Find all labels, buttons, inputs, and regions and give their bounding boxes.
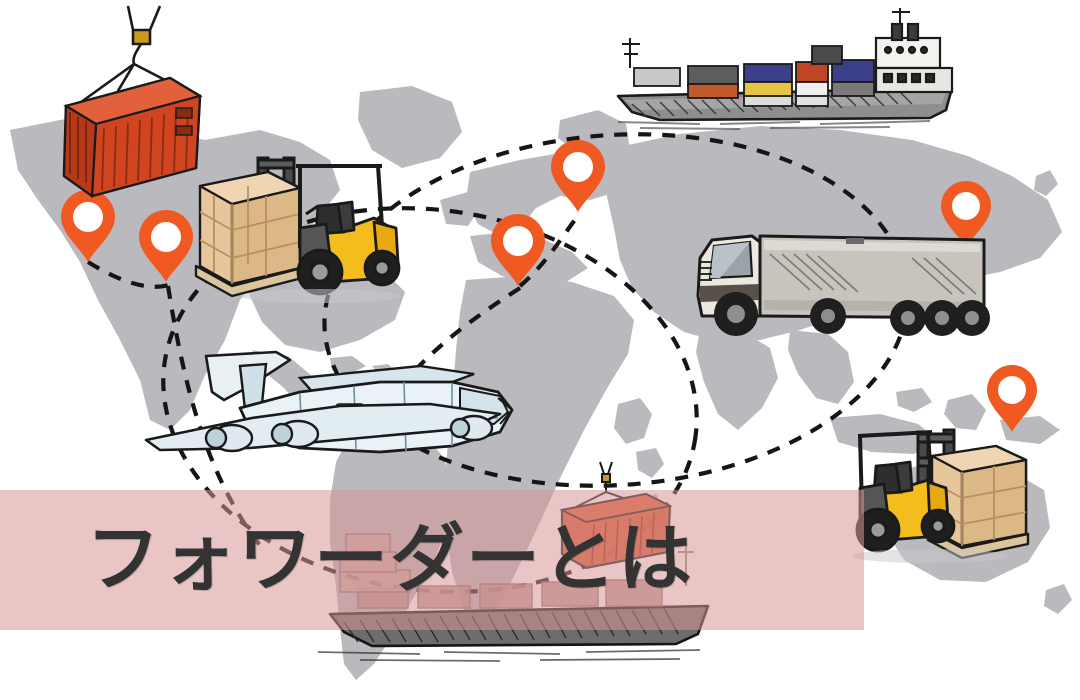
pin-n-europe[interactable] bbox=[551, 140, 605, 212]
route-usa bbox=[86, 260, 173, 289]
container-ship-top bbox=[616, 8, 954, 130]
semi-truck bbox=[696, 234, 990, 336]
cargo-plane bbox=[144, 350, 514, 454]
pin-oceania[interactable] bbox=[987, 365, 1037, 432]
route-europe-link bbox=[518, 214, 580, 288]
crane-container bbox=[62, 5, 203, 199]
pin-gulf-usa[interactable] bbox=[139, 210, 193, 282]
map-pins bbox=[61, 140, 1037, 432]
forklift-right bbox=[852, 428, 1030, 563]
pin-west-usa[interactable] bbox=[61, 190, 115, 262]
forklift-left bbox=[194, 156, 401, 303]
pin-east-asia[interactable] bbox=[941, 181, 991, 248]
pin-s-europe[interactable] bbox=[491, 214, 545, 286]
page-title: フォワーダーとは bbox=[86, 516, 694, 602]
